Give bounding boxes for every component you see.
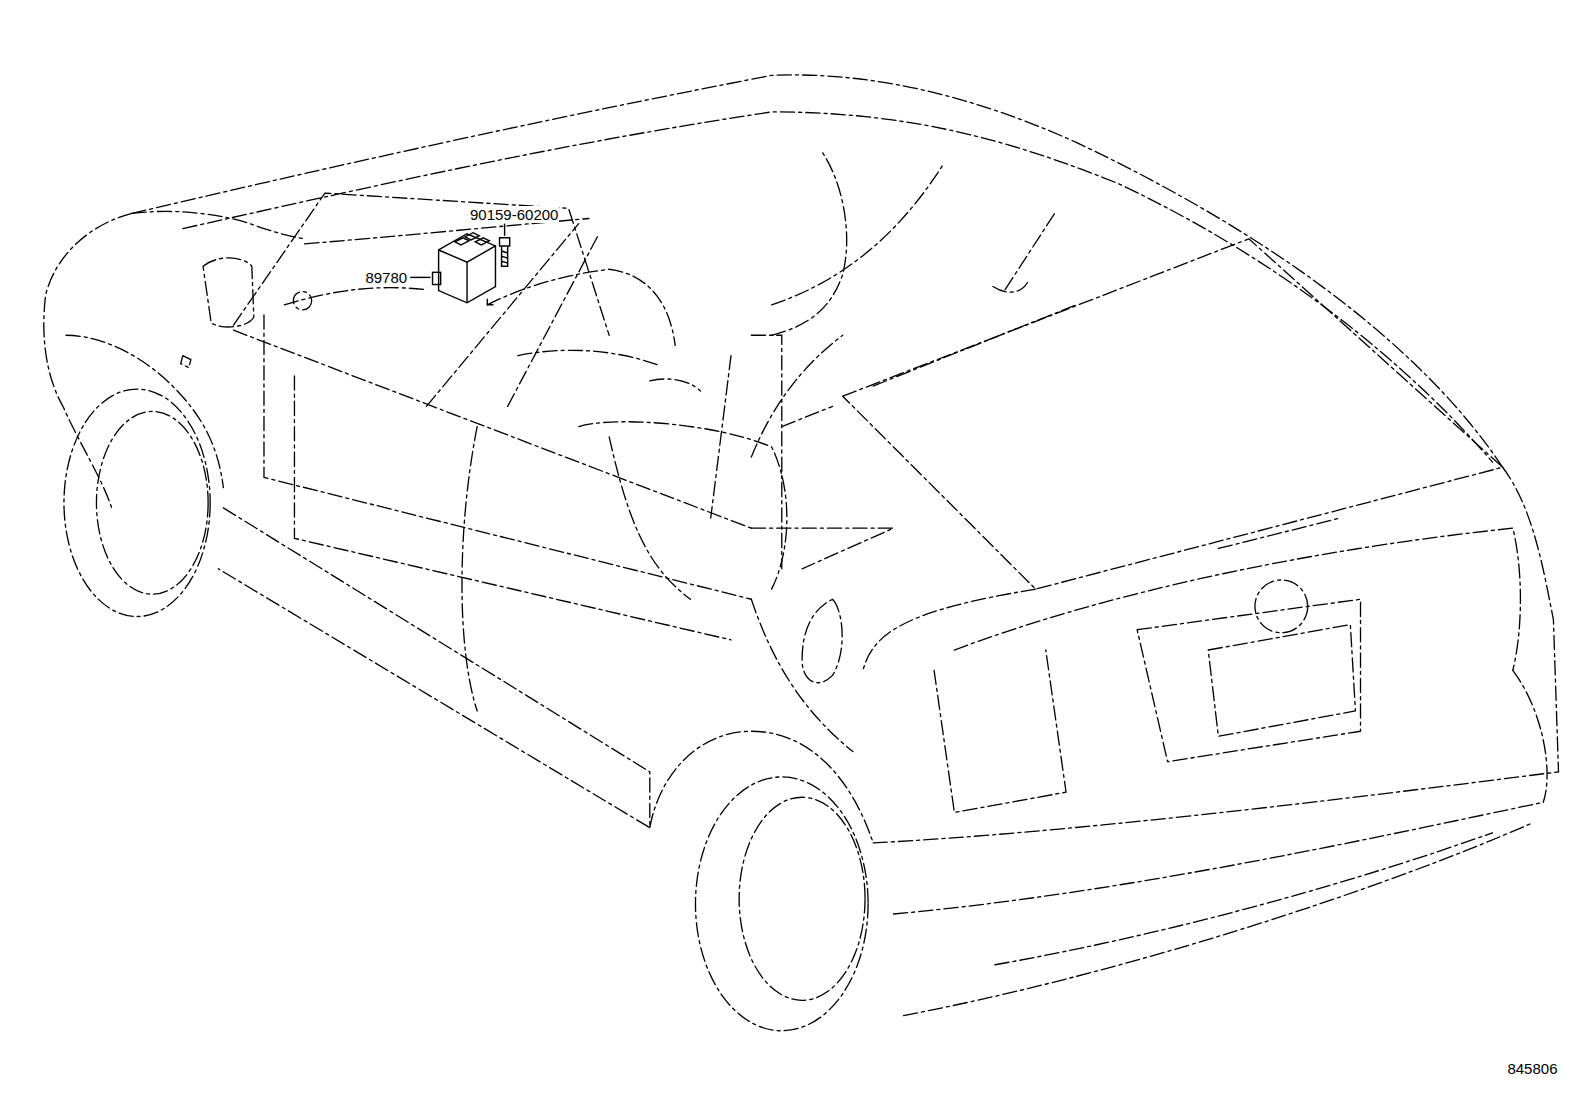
roof-inner-edge	[183, 112, 1493, 462]
dash-lower	[284, 288, 426, 305]
armrest	[751, 528, 893, 569]
rear-corner	[1503, 467, 1559, 772]
seat-line	[711, 356, 731, 518]
speaker	[293, 292, 311, 310]
antenna	[1005, 211, 1056, 289]
bolt	[500, 238, 510, 266]
rear-seat-line	[782, 406, 833, 426]
b-pillar	[772, 153, 847, 336]
rear-wheel-rim	[739, 797, 865, 1000]
console	[487, 269, 675, 345]
spoiler-lamp	[1218, 518, 1340, 548]
emblem	[1255, 580, 1308, 633]
front-wheel-rim	[96, 411, 208, 594]
front-door	[264, 315, 751, 599]
bumper-line	[995, 833, 1493, 965]
rear-bumper-bottom	[904, 823, 1533, 1016]
car-body	[44, 75, 1559, 1031]
tail-lamp-band	[954, 528, 1520, 670]
module-connectors	[455, 233, 490, 245]
shifter	[650, 379, 701, 391]
license-recess	[1137, 599, 1360, 761]
part-number: 89780	[364, 269, 408, 286]
bolt-shank	[502, 246, 508, 266]
seat-side	[609, 437, 690, 599]
front-fender	[66, 335, 223, 487]
beltline	[234, 330, 752, 528]
side-marker	[181, 356, 191, 368]
rear-bumper-corner	[1513, 670, 1547, 802]
b-pillar-lower	[751, 335, 781, 569]
rocker	[218, 508, 650, 828]
module-part	[433, 233, 496, 305]
antenna-base	[993, 282, 1028, 292]
windshield	[234, 193, 610, 335]
hood-line	[132, 211, 305, 238]
fuel-door	[802, 599, 842, 682]
tail-lamp	[934, 650, 1066, 812]
rear-arch	[650, 731, 873, 843]
module-edges	[439, 246, 496, 303]
leader-line	[504, 224, 505, 236]
front-wheel	[64, 389, 210, 616]
roof-edge	[132, 75, 1503, 467]
side-mirror	[203, 258, 254, 327]
front-bumper	[44, 213, 132, 507]
license-plate	[1208, 625, 1355, 737]
part-number: 90159-60200	[469, 206, 559, 223]
rear-seat	[751, 335, 842, 457]
rear-bumper-top	[873, 772, 1558, 843]
rear-window-line	[873, 305, 1076, 386]
rear-window	[843, 239, 1503, 589]
rear-pillar	[772, 163, 945, 305]
module-box	[439, 234, 496, 303]
steering-line-2	[508, 234, 599, 407]
module-foot	[487, 299, 493, 305]
rear-wheel	[695, 777, 868, 1031]
tailgate-side	[863, 589, 1036, 670]
console-lower	[518, 350, 660, 365]
bolt-head	[500, 238, 510, 246]
figure-number: 845806	[1506, 1060, 1558, 1077]
leader-line	[410, 277, 430, 278]
rear-quarter	[751, 599, 853, 751]
door-gap	[462, 427, 477, 711]
front-door-inner	[294, 376, 731, 640]
module-tab	[433, 272, 441, 284]
